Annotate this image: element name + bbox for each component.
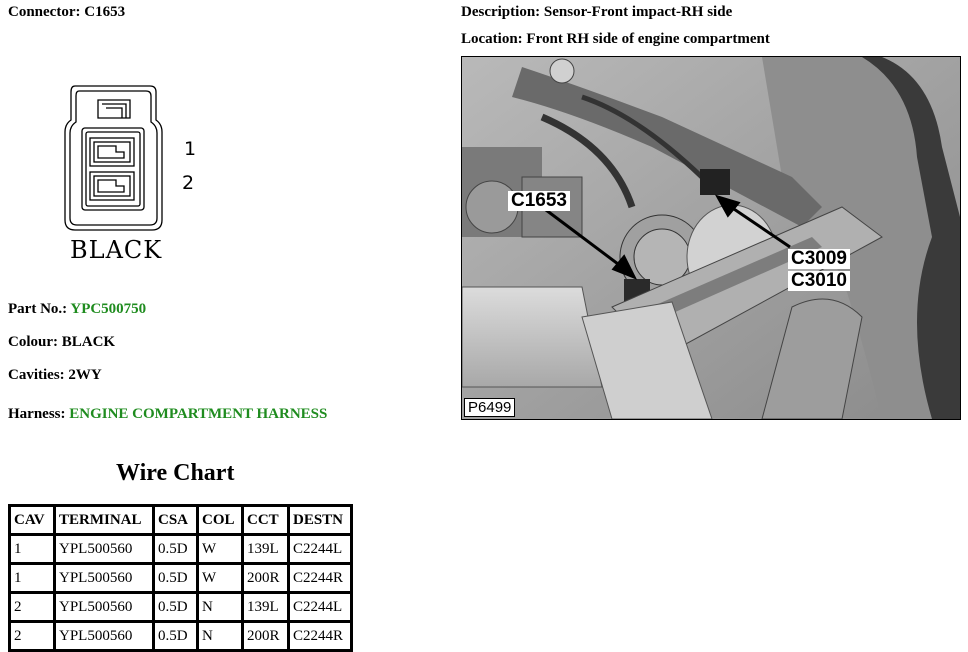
engine-bay-illustration	[462, 57, 960, 419]
colour-value: BLACK	[61, 334, 116, 350]
connector-colour-caption: BLACK	[70, 236, 163, 264]
cell-destn: C2244R	[287, 620, 353, 652]
cell-terminal: YPL500560	[53, 562, 155, 594]
header-csa: CSA	[152, 504, 199, 536]
connector-id: C1653	[84, 4, 126, 20]
cavities-line: Cavities: 2WY	[8, 367, 102, 384]
cell-cct: 200R	[241, 620, 290, 652]
pin-2-label: 2	[182, 172, 195, 194]
cell-cct: 200R	[241, 562, 290, 594]
description-value: Sensor-Front impact-RH side	[543, 4, 733, 20]
cell-cav: 2	[8, 591, 56, 623]
image-reference: P6499	[464, 398, 516, 417]
connector-face-diagram	[64, 85, 163, 231]
cell-cav: 1	[8, 562, 56, 594]
pin-1-label: 1	[184, 138, 197, 160]
description-label: Description:	[461, 4, 541, 20]
cell-csa: 0.5D	[152, 562, 199, 594]
cell-destn: C2244R	[287, 562, 353, 594]
part-no-link[interactable]: YPC500750	[70, 301, 147, 317]
cell-destn: C2244L	[287, 533, 353, 565]
colour-label: Colour:	[8, 334, 58, 350]
connector-heading: Connector: C1653	[8, 4, 125, 21]
cell-csa: 0.5D	[152, 620, 199, 652]
connector-label: Connector:	[8, 4, 81, 20]
cell-terminal: YPL500560	[53, 591, 155, 623]
cell-terminal: YPL500560	[53, 620, 155, 652]
wire-chart-title: Wire Chart	[116, 460, 235, 486]
cell-cct: 139L	[241, 533, 290, 565]
cell-cav: 2	[8, 620, 56, 652]
table-row: 2 YPL500560 0.5D N 200R C2244R	[8, 620, 353, 652]
table-row: 1 YPL500560 0.5D W 200R C2244R	[8, 562, 353, 594]
header-cav: CAV	[8, 504, 56, 536]
part-no-label: Part No.:	[8, 301, 68, 317]
cavities-value: 2WY	[68, 367, 102, 383]
wire-chart-header-row: CAV TERMINAL CSA COL CCT DESTN	[8, 504, 353, 536]
location-value: Front RH side of engine compartment	[526, 31, 770, 47]
cell-terminal: YPL500560	[53, 533, 155, 565]
cell-csa: 0.5D	[152, 591, 199, 623]
cell-col: W	[196, 562, 244, 594]
location-label: Location:	[461, 31, 523, 47]
cell-col: N	[196, 591, 244, 623]
harness-line: Harness: ENGINE COMPARTMENT HARNESS	[8, 406, 327, 423]
part-no-line: Part No.: YPC500750	[8, 301, 146, 318]
harness-label: Harness:	[8, 406, 66, 422]
callout-c1653: C1653	[508, 191, 570, 211]
header-cct: CCT	[241, 504, 290, 536]
cell-col: W	[196, 533, 244, 565]
callout-c3009: C3009	[788, 249, 850, 269]
cavities-label: Cavities:	[8, 367, 65, 383]
cell-col: N	[196, 620, 244, 652]
table-row: 2 YPL500560 0.5D N 139L C2244L	[8, 591, 353, 623]
location-photo: C1653 C3009 C3010 P6499	[461, 56, 961, 420]
callout-c3010: C3010	[788, 271, 850, 291]
cell-destn: C2244L	[287, 591, 353, 623]
header-destn: DESTN	[287, 504, 353, 536]
location-line: Location: Front RH side of engine compar…	[461, 31, 770, 48]
colour-line: Colour: BLACK	[8, 334, 115, 351]
wire-chart-table: CAV TERMINAL CSA COL CCT DESTN 1 YPL5005…	[8, 504, 353, 652]
description-line: Description: Sensor-Front impact-RH side	[461, 4, 732, 21]
table-row: 1 YPL500560 0.5D W 139L C2244L	[8, 533, 353, 565]
harness-link[interactable]: ENGINE COMPARTMENT HARNESS	[69, 406, 328, 422]
header-terminal: TERMINAL	[53, 504, 155, 536]
cell-cct: 139L	[241, 591, 290, 623]
header-col: COL	[196, 504, 244, 536]
cell-cav: 1	[8, 533, 56, 565]
cell-csa: 0.5D	[152, 533, 199, 565]
